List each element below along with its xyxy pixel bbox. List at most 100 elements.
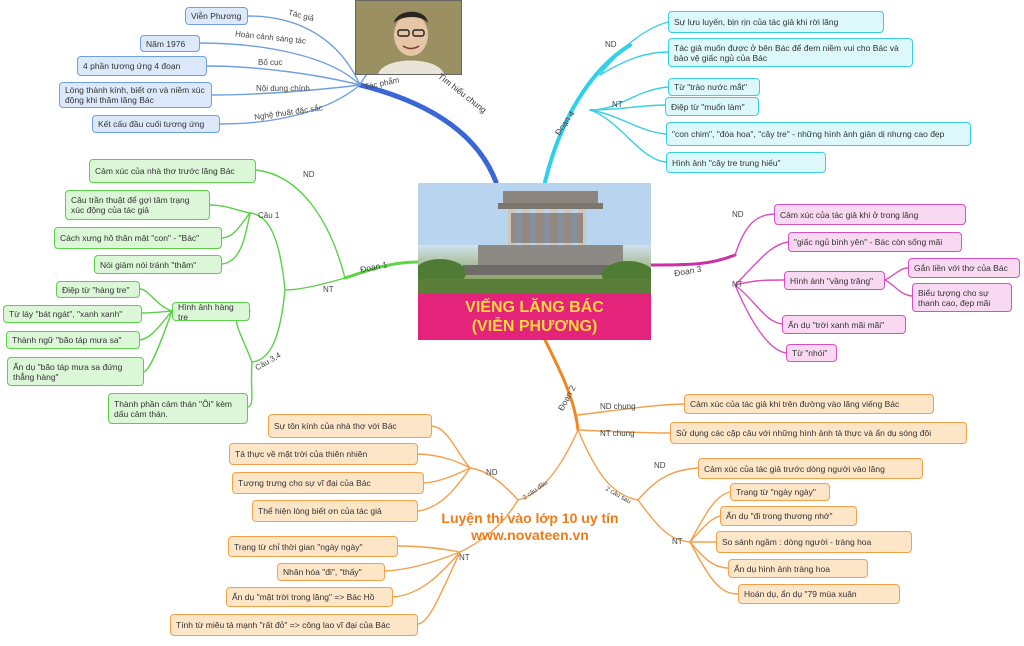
doan2-right-nt-node-2: Ẩn dụ "đi trong thương nhớ"	[720, 506, 857, 526]
watermark-line2: www.novateen.vn	[471, 527, 589, 543]
doan2-left-nt-node-4: Tính từ miêu tả mạnh "rất đỏ" => công la…	[170, 614, 418, 636]
connector-bo-cuc	[206, 65, 361, 86]
connector-trang-1	[884, 267, 909, 281]
connector-doan3-nt3	[734, 284, 783, 325]
connector-right-nt-b	[689, 515, 721, 543]
doan2-right-nt-node-4: Ẩn dụ hình ảnh tràng hoa	[728, 559, 868, 578]
connector-doan4-nd2	[599, 51, 669, 76]
center-title-line2: (VIỄN PHƯƠNG)	[471, 317, 598, 335]
connector-doan3-nt4	[734, 284, 787, 354]
doan3-nt-node-1: "giấc ngủ bình yên" - Bác còn sống mãi	[788, 232, 962, 252]
connector-trang-2	[884, 279, 913, 297]
doan2-left-nd-node-1: Sự tôn kính của nhà thơ với Bác	[268, 414, 432, 438]
doan2-right-nt-node-5: Hoán dụ, ẩn dụ "79 mùa xuân	[738, 584, 900, 604]
connector-doan1-main	[343, 260, 420, 280]
doan1-tre-node-2: Từ láy "bát ngát", "xanh xanh"	[3, 305, 142, 323]
connector-doan4-nt2	[589, 104, 669, 111]
connector-right-nt-e	[689, 541, 739, 595]
doan1-cau1-node-1: Câu trần thuật để gợi tâm trạng xúc động…	[65, 190, 210, 220]
connector-left-nt-b	[384, 551, 461, 572]
node-vien-phuong: Viễn Phương	[185, 7, 248, 25]
doan2-left-nd-label: ND	[486, 468, 498, 477]
doan2-left-nt-label: NT	[459, 553, 470, 562]
doan1-cau1-node-2: Cách xưng hô thân mật "con" - "Bác"	[54, 227, 222, 249]
connector-doan4-nt4	[589, 109, 667, 163]
connector-tre-d	[143, 310, 173, 373]
connector-left-nt-a	[397, 545, 461, 553]
connector-tre-b	[141, 310, 173, 314]
connector-thanh-phan	[247, 361, 253, 408]
doan2-left-nt-node-1: Trạng từ chỉ thời gian "ngày ngày"	[228, 536, 398, 557]
doan1-tre-node-1: Điệp từ "hàng tre"	[56, 281, 140, 298]
connector-cau1-a	[209, 204, 251, 214]
doan4-nd-node-2: Tác giả muốn được ở bên Bác để đem niềm …	[668, 38, 913, 67]
doan2-left-nt-node-3: Ẩn dụ "mặt trời trong lăng" => Bác Hồ	[226, 587, 393, 607]
mausoleum-image	[418, 183, 651, 293]
doan2-left-nt-node-2: Nhân hóa "đi", "thấy"	[277, 563, 385, 581]
doan2-right-nd-node: Cảm xúc của tác giả trước dòng người vào…	[698, 458, 923, 479]
connector-left-nd-b	[417, 453, 471, 469]
connector-left-nd-a	[431, 425, 471, 469]
connector-hoan-canh	[199, 42, 361, 86]
doan4-nt-node-2: Điệp từ "muốn làm"	[665, 97, 759, 116]
doan3-nt-node-2: Hình ảnh "vầng trăng"	[784, 271, 885, 290]
doan2-nt-chung-label: NT chung	[600, 429, 635, 438]
connector-doan3-nt1	[734, 241, 789, 286]
connector-cau34	[251, 289, 286, 363]
connector-nd-chung	[577, 403, 685, 416]
connector-nt-chung	[577, 429, 671, 434]
connector-doan3-nd	[734, 213, 775, 256]
doan3-nt-node-3: Ẩn dụ "trời xanh mãi mãi"	[782, 315, 906, 334]
doan4-nt-node-1: Từ "trào nước mắt"	[668, 78, 760, 96]
doan2-right-nt-node-3: So sánh ngầm : dòng người - tràng hoa	[716, 531, 912, 553]
doan1-nt-label: NT	[323, 285, 334, 294]
doan4-nd-label: ND	[605, 40, 617, 49]
doan3-nt-node-4: Từ "nhói"	[786, 344, 837, 362]
connector-left-nd	[469, 467, 519, 501]
connector-doan3-nt2	[734, 279, 785, 286]
doan1-thanh-phan: Thành phần cảm thán "Ôi" kèm dấu cảm thá…	[108, 393, 248, 424]
doan1-tre-node-3: Thành ngữ "bão táp mưa sa"	[6, 331, 140, 349]
doan1-cau1-label: Câu 1	[258, 211, 280, 220]
center-title-line1: VIẾNG LĂNG BÁC	[465, 298, 604, 316]
connector-doan2-main	[543, 338, 580, 432]
node-bo-cuc: 4 phần tương ứng 4 đoạn	[77, 56, 207, 76]
connector-noi-dung	[211, 84, 361, 96]
doan4-nt-label: NT	[612, 100, 623, 109]
connector-cau1-b	[221, 212, 251, 239]
center-title: VIẾNG LĂNG BÁC (VIỄN PHƯƠNG)	[418, 293, 651, 340]
doan3-nt-label: NT	[732, 280, 743, 289]
connector-right-nt	[637, 499, 691, 543]
doan1-tre-node-4: Ẩn dụ "bão táp mưa sa đứng thẳng hàng"	[7, 357, 144, 386]
node-noi-dung: Lòng thành kính, biết ơn và niềm xúc độn…	[59, 82, 212, 108]
connector-left-nt	[459, 499, 519, 553]
connector-right-nt-d	[689, 541, 729, 569]
doan3-nd-node: Cảm xúc của tác giả khi ở trong lăng	[774, 204, 966, 225]
connector-cau1-c	[221, 212, 251, 265]
watermark-line1: Luyện thi vào lớp 10 uy tín	[441, 510, 619, 526]
doan2-left-nd-node-2: Tả thực về mặt trời của thiên nhiên	[229, 443, 418, 465]
doan2-right-nt-label: NT	[672, 537, 683, 546]
doan2-left-nd-node-4: Thể hiện lòng biết ơn của tác giả	[252, 500, 418, 522]
doan3-trang-node-2: Biểu tượng cho sự thanh cao, đẹp mãi	[912, 283, 1012, 312]
doan2-right-nd-label: ND	[654, 461, 666, 470]
connector-left-nd-d	[417, 467, 471, 512]
doan1-nd-node: Cảm xúc của nhà thơ trước lăng Bác	[89, 159, 256, 183]
connector-doan3-main	[649, 253, 737, 267]
connector-tim-hieu-main	[357, 82, 499, 185]
node-nam-1976: Năm 1976	[140, 35, 200, 52]
connector-2-cau-dau	[517, 429, 579, 501]
connector-2-cau-sau	[577, 429, 639, 501]
connector-right-nd	[637, 467, 699, 501]
connector-left-nd-c	[423, 467, 471, 484]
doan2-right-nt-node-1: Trạng từ "ngày ngày"	[730, 483, 830, 501]
connector-left-nt-c	[392, 551, 461, 598]
doan2-nd-chung-label: ND chung	[600, 402, 636, 411]
node-nghe-thuat: Kết cấu đầu cuối tương ứng	[92, 115, 220, 133]
connector-nghe-thuat	[219, 84, 361, 125]
doan2-nt-chung-node: Sử dụng các cặp câu với những hình ảnh t…	[670, 422, 967, 444]
connector-tre-a	[139, 288, 173, 312]
doan1-cau1-node-3: Nói giảm nói tránh "thăm"	[94, 255, 222, 274]
author-photo	[355, 0, 462, 75]
connector-doan4-nd	[599, 21, 669, 76]
